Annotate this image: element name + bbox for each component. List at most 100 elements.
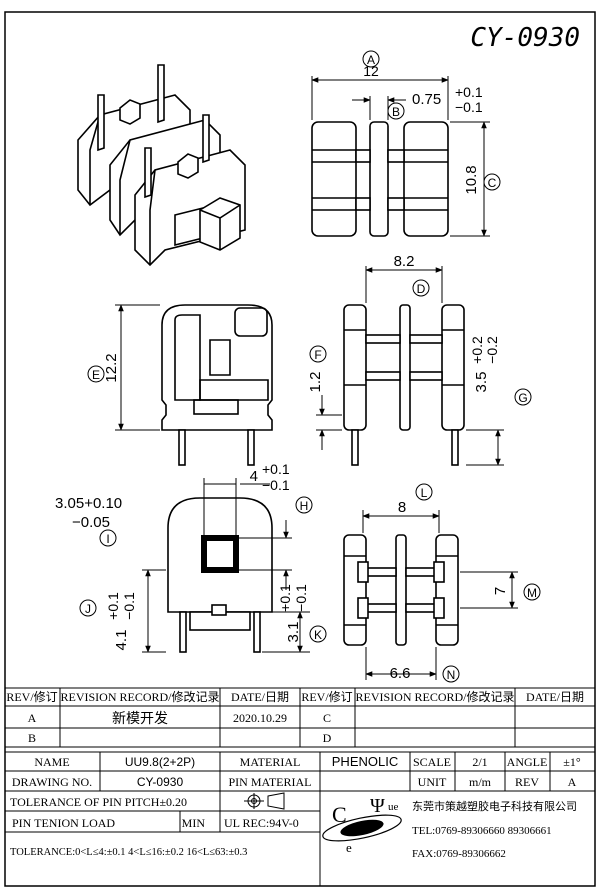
dim-g: 3.5 +0.2 −0.2 G	[469, 336, 532, 406]
tolerance-pitch-label: TOLERANCE OF PIN PITCH±0.20	[10, 795, 187, 809]
svg-text:F: F	[314, 348, 321, 362]
svg-text:H: H	[300, 499, 309, 513]
dim-k: 3.1 +0.1 −0.1 K	[277, 584, 327, 643]
dim-h: 4 +0.1 −0.1 H	[250, 461, 313, 514]
dim-b: B 0.75 +0.1 −0.1	[387, 84, 483, 120]
svg-text:−0.1: −0.1	[262, 477, 290, 493]
title-block	[5, 751, 595, 886]
projection-symbol-icon	[244, 792, 285, 810]
svg-text:+0.1: +0.1	[455, 84, 483, 100]
svg-text:3.05+0.10: 3.05+0.10	[55, 495, 122, 512]
end-view-dims	[316, 266, 504, 466]
pin-material-label: PIN MATERIAL	[229, 775, 312, 789]
svg-text:C: C	[332, 802, 347, 827]
svg-text:12: 12	[363, 63, 379, 79]
company-fax: FAX:0769-89306662	[412, 848, 506, 860]
svg-text:ue: ue	[388, 801, 399, 813]
svg-text:10.8: 10.8	[463, 165, 480, 194]
sheet-border	[4, 11, 596, 887]
record-header-2: REVISION RECORD/修改记录	[355, 689, 514, 704]
svg-text:M: M	[527, 586, 537, 600]
rev-a-date: 2020.10.29	[233, 711, 287, 725]
scale-label: SCALE	[413, 755, 451, 769]
isometric-view	[77, 64, 246, 267]
unit-value: m/m	[469, 775, 492, 789]
svg-text:4: 4	[250, 468, 258, 485]
material-label: MATERIAL	[240, 755, 301, 769]
svg-text:3.1: 3.1	[285, 622, 302, 643]
svg-text:D: D	[417, 282, 426, 296]
bottom-view-dims	[362, 510, 518, 680]
svg-text:E: E	[92, 368, 100, 382]
side-view-dims	[115, 304, 160, 431]
scale-value: 2/1	[472, 755, 487, 769]
svg-text:J: J	[85, 602, 91, 616]
material-value: PHENOLIC	[332, 754, 398, 769]
svg-text:−0.1: −0.1	[121, 592, 137, 620]
svg-text:A: A	[367, 53, 375, 67]
dim-e: E 12.2	[87, 353, 120, 383]
ul-rec: UL REC:94V-0	[224, 816, 299, 830]
date-header: DATE/日期	[231, 690, 289, 704]
svg-text:6.6: 6.6	[390, 665, 411, 682]
svg-text:e: e	[346, 840, 352, 855]
svg-text:1.2: 1.2	[307, 372, 324, 393]
svg-text:L: L	[421, 486, 428, 500]
drawing-no-value: CY-0930	[137, 775, 184, 789]
dim-d: 8.2 D	[394, 253, 430, 297]
svg-text:G: G	[518, 391, 527, 405]
pin-tension-label: PIN TENION LOAD	[12, 816, 115, 830]
svg-text:4.1: 4.1	[113, 630, 130, 651]
svg-text:Ψ: Ψ	[370, 795, 385, 817]
front-view-dims	[311, 76, 490, 237]
dim-j: J 4.1 +0.1 −0.1	[79, 592, 137, 651]
svg-text:+0.1: +0.1	[262, 461, 290, 477]
svg-text:12.2: 12.2	[103, 353, 120, 382]
dim-n: 6.6 N	[390, 665, 460, 683]
svg-text:N: N	[447, 668, 456, 682]
svg-text:−0.05: −0.05	[72, 514, 110, 531]
date-header-2: DATE/日期	[526, 690, 584, 704]
revision-table-text: REV/修订 REVISION RECORD/修改记录 DATE/日期 REV/…	[6, 689, 584, 745]
dim-l: 8 L	[398, 483, 433, 516]
rev-value: A	[568, 775, 577, 789]
drawing-no-label: DRAWING NO.	[12, 775, 92, 789]
svg-text:0.75: 0.75	[412, 91, 441, 108]
svg-text:−0.2: −0.2	[484, 336, 500, 364]
svg-text:8: 8	[398, 499, 406, 516]
rev-header: REV/修订	[6, 689, 57, 704]
rev-b: B	[28, 731, 36, 745]
dim-a: A 12	[362, 50, 380, 79]
name-value: UU9.8(2+2P)	[125, 755, 195, 769]
dim-m: 7 M	[492, 583, 541, 601]
top-view	[167, 497, 273, 653]
rev-a-record: 新模开发	[112, 711, 168, 727]
svg-text:C: C	[488, 176, 497, 190]
side-view	[161, 304, 273, 466]
svg-text:K: K	[314, 628, 322, 642]
tolerance-line: TOLERANCE:0<L≤4:±0.1 4<L≤16:±0.2 16<L≤63…	[10, 847, 247, 858]
dim-c: 10.8 C	[463, 165, 501, 195]
company-logo: C e Ψ ue	[322, 795, 402, 855]
rev-a: A	[28, 711, 37, 725]
top-view-dims	[142, 478, 310, 653]
company-name: 东莞市策越塑胶电子科技有限公司	[412, 799, 577, 813]
svg-text:+0.1: +0.1	[105, 592, 121, 620]
record-header: REVISION RECORD/修改记录	[60, 689, 219, 704]
svg-text:−0.1: −0.1	[293, 584, 309, 612]
angle-value: ±1°	[563, 755, 581, 769]
svg-text:+0.2: +0.2	[469, 336, 485, 364]
rev-c: C	[323, 711, 331, 725]
svg-text:7: 7	[492, 587, 509, 595]
drawing-title: CY-0930	[470, 23, 580, 53]
company-tel: TEL:0769-89306660 89306661	[412, 825, 552, 837]
rev-d: D	[323, 731, 332, 745]
svg-text:8.2: 8.2	[394, 253, 415, 270]
title-block-text: NAME UU9.8(2+2P) MATERIAL PHENOLIC SCALE…	[10, 754, 581, 860]
rev-label: REV	[515, 775, 539, 789]
svg-text:3.5: 3.5	[473, 372, 490, 393]
svg-text:−0.1: −0.1	[455, 99, 483, 115]
bottom-view	[343, 534, 459, 646]
end-view	[343, 304, 465, 466]
